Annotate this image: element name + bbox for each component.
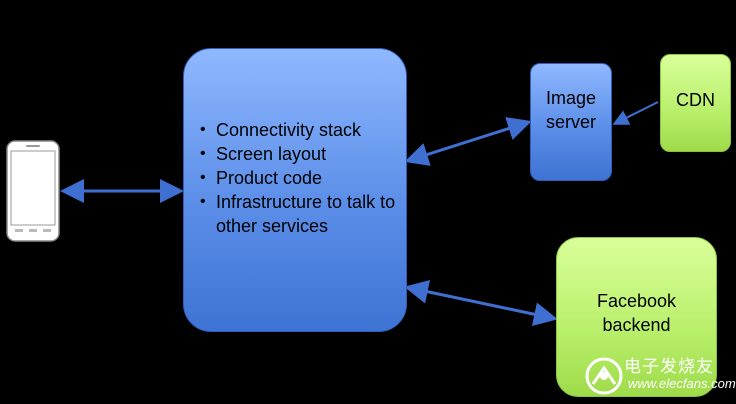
image-server-line-1: Image [545, 88, 597, 108]
facebook-backend-label: Facebook backend [556, 289, 717, 337]
watermark: 电子发烧友 www.elecfans.com [584, 352, 736, 400]
list-item: Connectivity stack [200, 118, 400, 142]
facebook-backend-line-2: backend [602, 315, 671, 335]
arrow-app-to-image-server [404, 117, 532, 166]
list-item: Product code [200, 166, 400, 190]
list-item: Screen layout [200, 142, 400, 166]
arrow-app-to-facebook [404, 279, 558, 327]
image-server-label: Image server [530, 86, 612, 134]
image-server-box [530, 63, 612, 181]
watermark-cn-text: 电子发烧友 [624, 357, 714, 376]
facebook-backend-box [556, 237, 717, 397]
arrow-cdn-to-image-server [612, 101, 659, 125]
image-server-line-2: server [545, 112, 596, 132]
cdn-label: CDN [676, 90, 715, 110]
list-item: Infrastructure to talk to other services [200, 190, 400, 238]
app-responsibilities-list: Connectivity stack Screen layout Product… [200, 118, 400, 238]
facebook-backend-line-1: Facebook [596, 291, 677, 311]
watermark-url-text: www.elecfans.com [628, 376, 736, 391]
cdn-box [660, 54, 731, 152]
watermark-logo-icon [585, 357, 623, 395]
smartphone-icon [6, 140, 60, 242]
